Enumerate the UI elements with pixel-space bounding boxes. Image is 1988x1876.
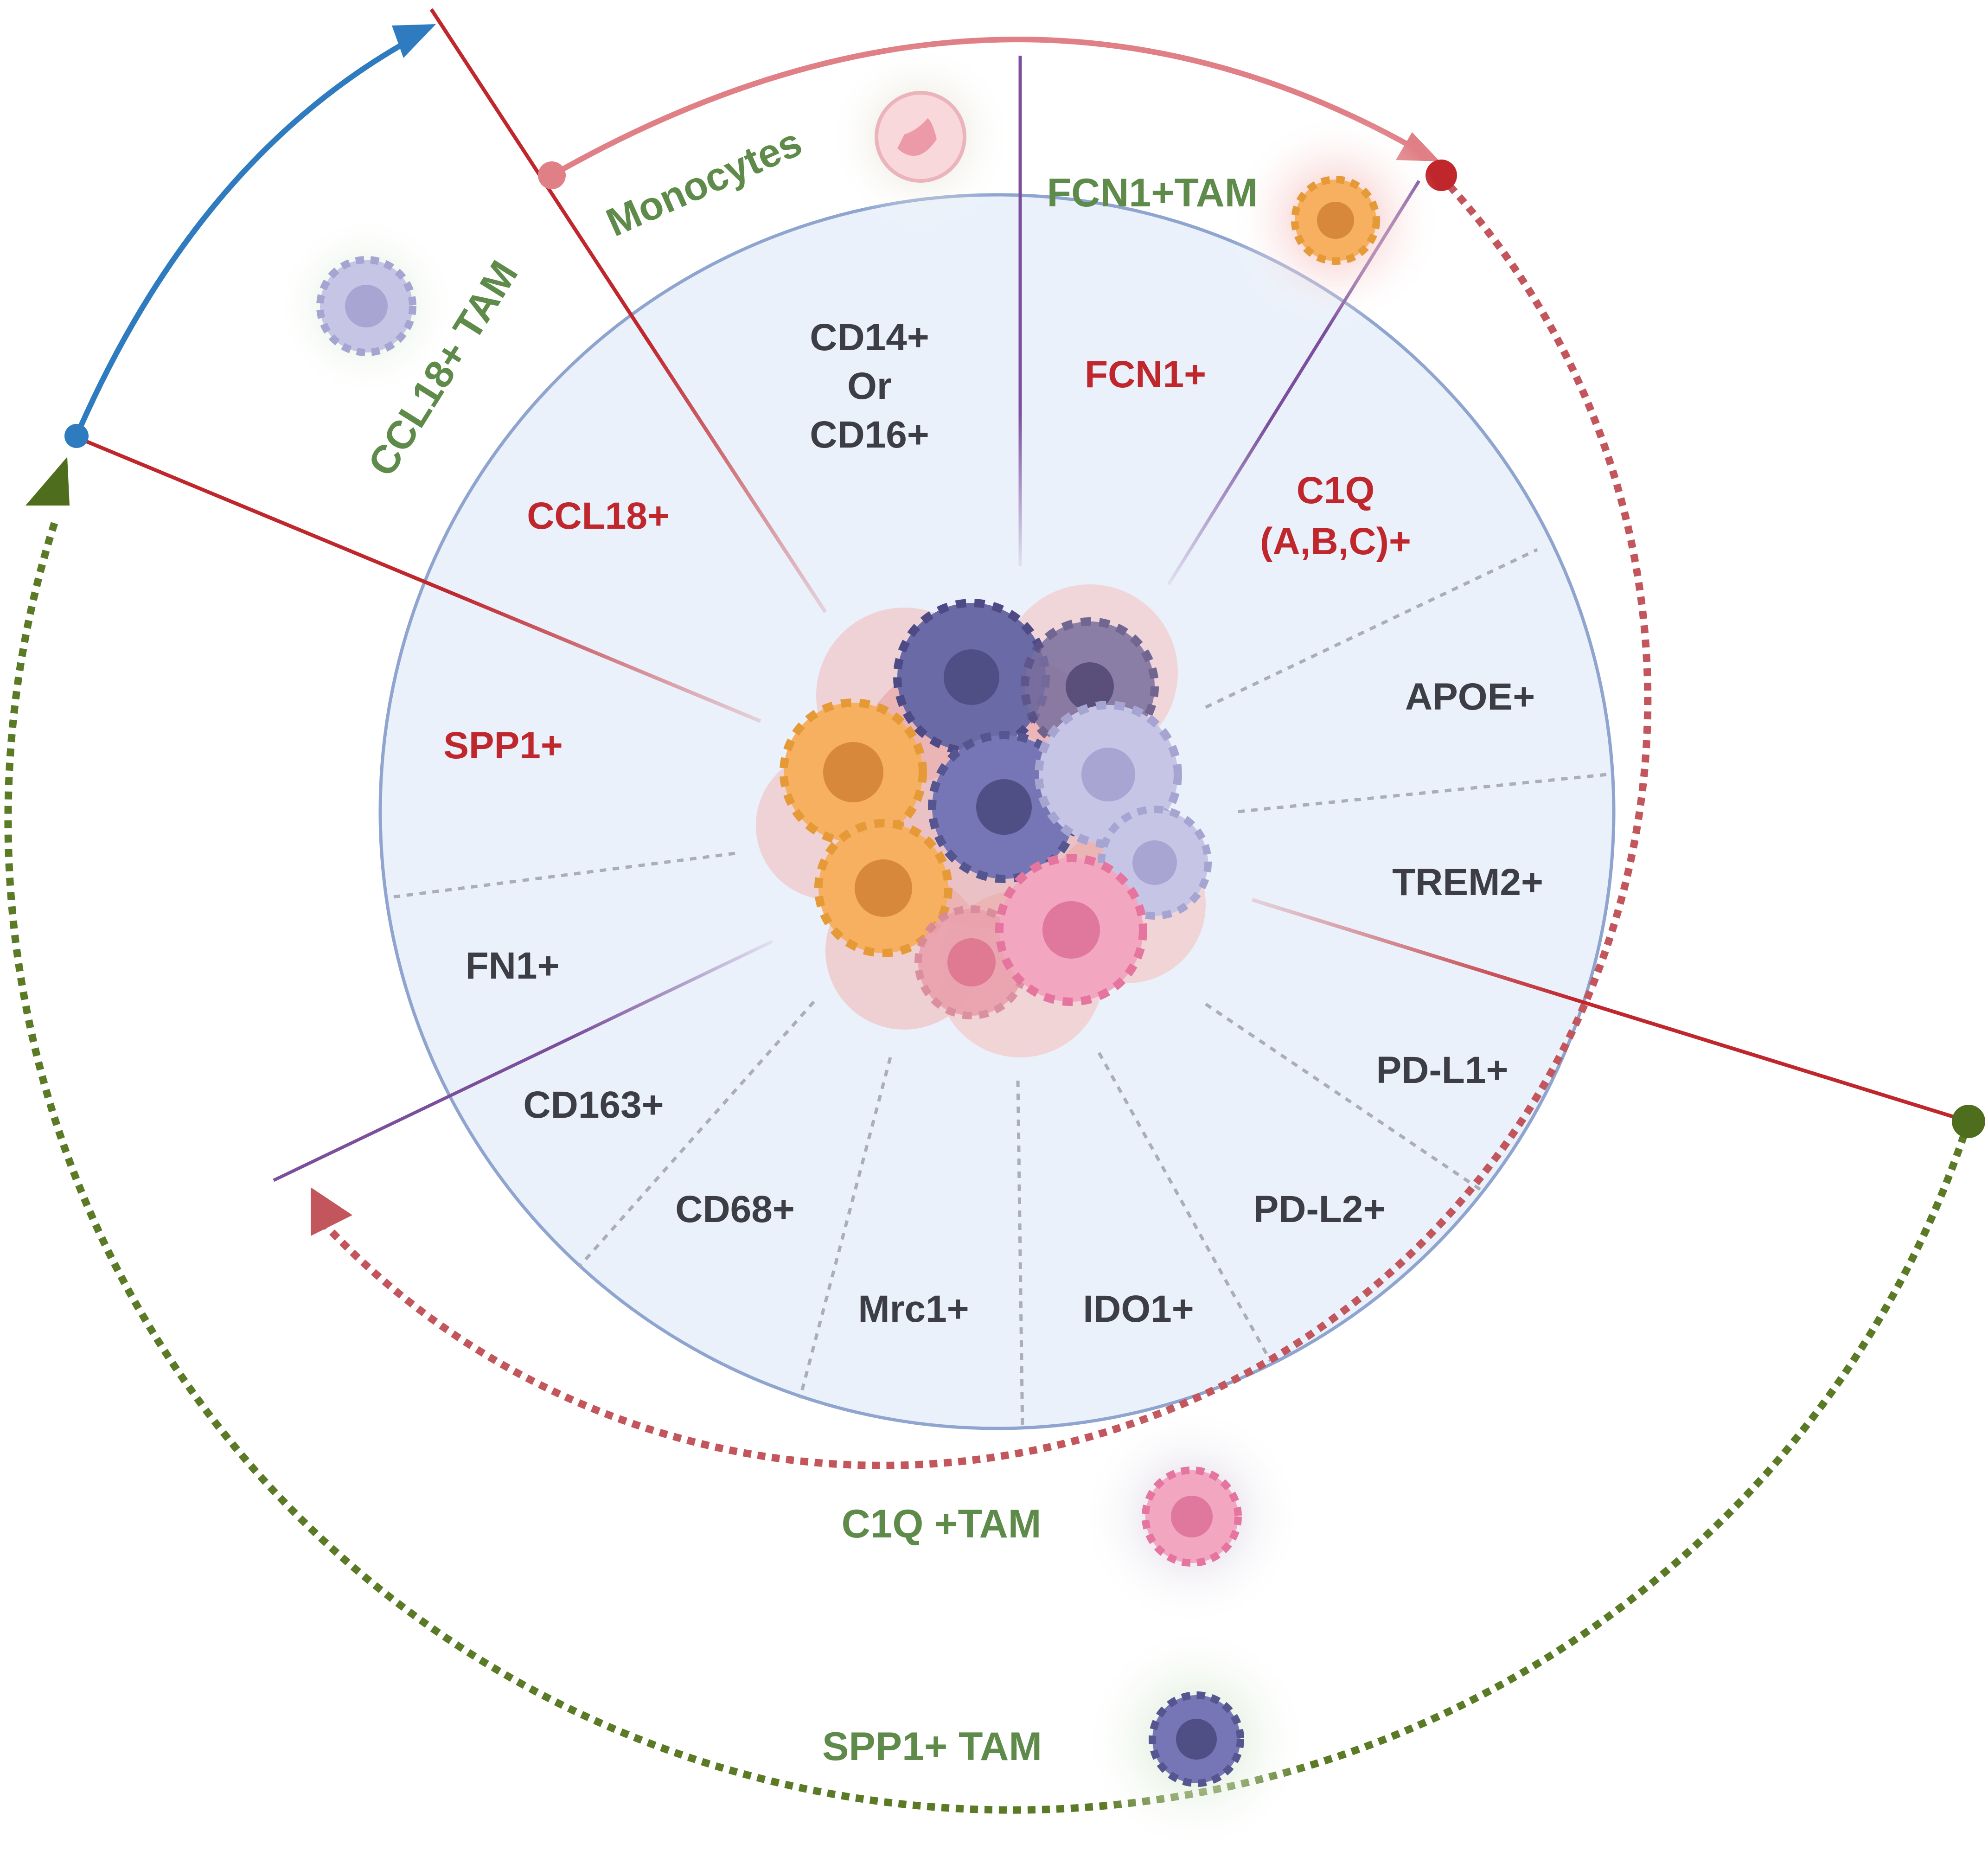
label-trem2: TREM2+ — [1392, 861, 1543, 903]
ray-spp1-right — [1251, 898, 1969, 1123]
label-apoe: APOE+ — [1405, 676, 1535, 718]
label-cd14: CD14+ — [810, 316, 929, 359]
label-c1q: C1Q — [1297, 469, 1375, 512]
lavender-macrophage-icon — [274, 213, 459, 399]
blue-start-dot — [64, 424, 89, 448]
blue-arrowhead — [392, 24, 436, 58]
monocyte-to-fcn1-arrow — [550, 37, 1420, 178]
ray-ccl18-lower — [78, 436, 761, 723]
orange-macrophage-icon — [1229, 114, 1442, 327]
ray-fn1-left — [273, 940, 773, 1182]
label-cd68: CD68+ — [675, 1188, 795, 1230]
panel-dividers — [389, 548, 1607, 1431]
label-c1q-abc: (A,B,C)+ — [1260, 520, 1411, 563]
label-ido1: IDO1+ — [1083, 1288, 1194, 1330]
green-dotted-arrowhead — [26, 457, 70, 506]
label-c1q-tam: C1Q +TAM — [842, 1502, 1042, 1546]
label-fcn1-tam: FCN1+TAM — [1047, 171, 1258, 215]
label-pdl1: PD-L1+ — [1376, 1049, 1509, 1091]
label-or: Or — [847, 365, 892, 407]
label-monocytes: Monocytes — [600, 120, 808, 245]
label-mrc1: Mrc1+ — [858, 1288, 969, 1330]
pink-macrophage-icon — [1080, 1405, 1303, 1628]
label-pdl2: PD-L2+ — [1253, 1188, 1386, 1230]
monocyte-cell-icon — [828, 44, 1013, 230]
tumor-macrophage-cluster-icon — [756, 584, 1212, 1057]
label-cd163: CD163+ — [523, 1084, 664, 1126]
label-ccl18: CCL18+ — [527, 495, 670, 537]
green-start-dot — [1952, 1105, 1985, 1138]
pink-start-dot — [538, 161, 566, 189]
label-spp1: SPP1+ — [443, 724, 563, 767]
purple-macrophage-icon — [1080, 1623, 1312, 1855]
ray-ccl18-upper — [429, 8, 827, 614]
green-dotted-arc — [4, 518, 1972, 1814]
red-dotted-arc — [322, 173, 1652, 1469]
label-fn1: FN1+ — [466, 945, 560, 987]
red-dotted-arrowhead — [311, 1187, 352, 1236]
label-fcn1: FCN1+ — [1085, 353, 1206, 396]
ccl18-blue-arrow — [74, 32, 421, 437]
label-cd16: CD16+ — [810, 414, 929, 456]
label-spp1-tam: SPP1+ TAM — [822, 1724, 1042, 1769]
